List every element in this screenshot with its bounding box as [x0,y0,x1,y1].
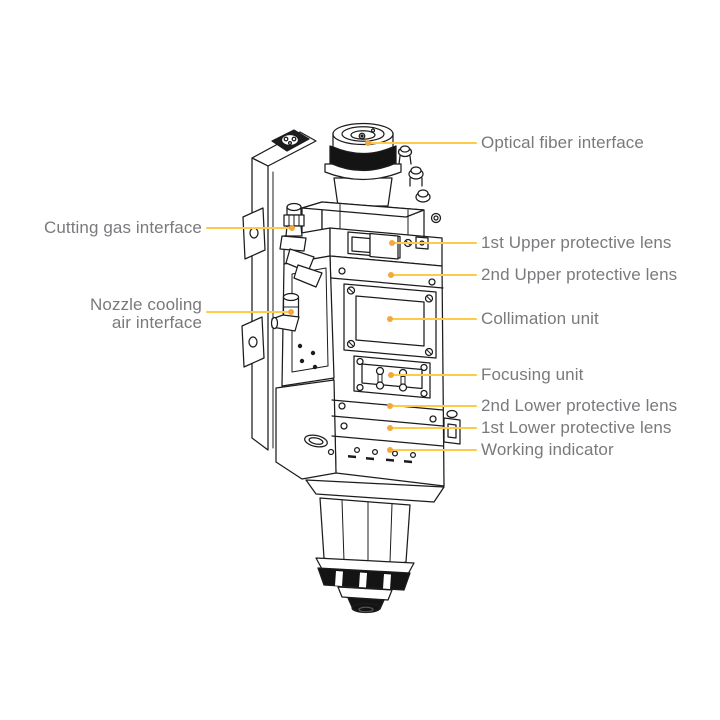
mounting-plate [241,129,317,451]
label-nozzle-cooling-line1: Nozzle cooling [90,295,202,314]
label-nozzle-cooling-air-interface: Nozzle cooling air interface [90,296,202,332]
label-collimation-unit: Collimation unit [481,309,599,328]
label-nozzle-cooling-line2: air interface [111,313,202,332]
label-optical-fiber-interface: Optical fiber interface [481,133,644,152]
upper-lens-drawer [283,227,443,267]
label-working-indicator: Working indicator [481,440,614,459]
nozzle-cooling-air-interface-part [270,292,300,332]
label-1st-upper-protective-lens: 1st Upper protective lens [481,233,672,252]
label-focusing-unit: Focusing unit [481,365,584,384]
leader-lines [206,142,477,451]
main-body [275,255,461,487]
electrical-connector [271,129,310,152]
upper-lens-2-band [330,267,444,289]
label-cutting-gas-interface: Cutting gas interface [43,218,202,237]
optical-fiber-interface-part [324,122,402,207]
cutting-gas-interface-part [279,202,323,288]
label-1st-lower-protective-lens: 1st Lower protective lens [481,418,672,437]
leader-dots [288,140,395,453]
label-2nd-upper-protective-lens: 2nd Upper protective lens [481,265,678,284]
working-indicator-part [348,446,417,464]
nozzle-assembly [305,479,445,614]
side-bolts [397,145,442,224]
label-2nd-lower-protective-lens: 2nd Lower protective lens [481,396,678,415]
